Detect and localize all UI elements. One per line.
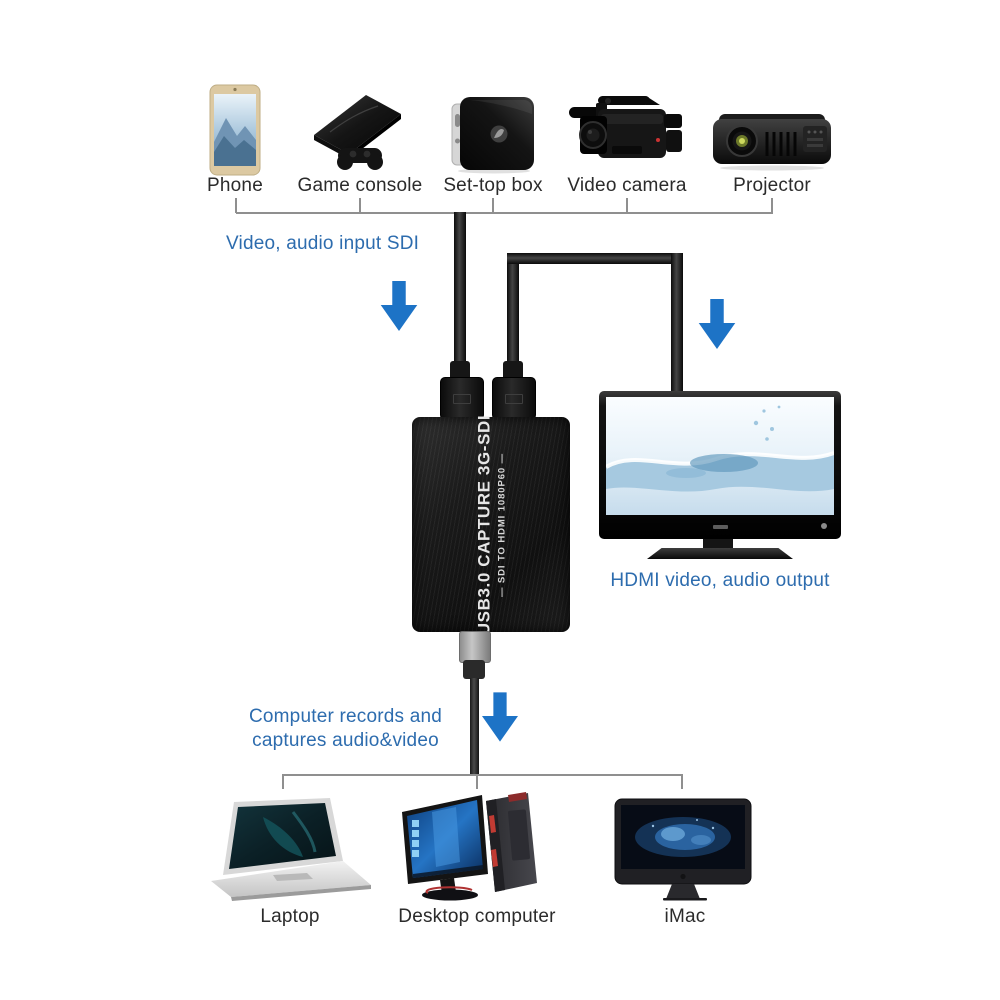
sdi-input-cable-left [454, 212, 466, 365]
sdi-plug-right-mark [505, 394, 523, 404]
imac-icon [613, 798, 753, 907]
input-device-label-video-camera: Video camera [567, 175, 687, 196]
record-annotation-line2: captures audio&video [252, 730, 439, 751]
sdi-plug-right [492, 377, 536, 420]
tv-logo [713, 525, 728, 529]
top-bracket-tick-set-top-box [492, 198, 494, 213]
set-top-box-icon [450, 94, 536, 179]
phone-icon [209, 84, 261, 181]
input-device-label-projector: Projector [733, 175, 811, 196]
usb-output-cable [470, 678, 479, 775]
tv-power-led [821, 523, 827, 529]
record-annotation: Computer records and captures audio&vide… [243, 705, 448, 753]
input-device-label-game-console: Game console [297, 175, 423, 196]
input-device-label-set-top-box: Set-top box [443, 175, 543, 196]
capture-device-subtitle: — SDI TO HDMI 1080P60 — [496, 452, 508, 597]
usb-flow-arrow-icon [482, 692, 518, 747]
capture-device: USB3.0 CAPTURE 3G-SDI — SDI TO HDMI 1080… [412, 414, 570, 635]
tv-stand-neck [703, 539, 733, 548]
bottom-bracket-tick-desktop [476, 774, 478, 789]
sdi-plug-left-mark [453, 394, 471, 404]
bottom-bracket-tick-laptop [282, 774, 284, 789]
hdmi-annotation: HDMI video, audio output [610, 570, 830, 591]
desktop-computer-icon [398, 790, 550, 909]
input-flow-arrow-icon [380, 281, 418, 336]
sdi-plug-neck-left [450, 361, 470, 381]
input-annotation: Video, audio input SDI [226, 233, 420, 254]
video-camera-icon [568, 94, 686, 179]
hdmi-cable-down-segment [671, 253, 683, 394]
input-device-label-phone: Phone [207, 175, 263, 196]
bottom-bracket-tick-imac [681, 774, 683, 789]
top-bracket-tick-phone [235, 198, 237, 213]
output-device-label-desktop: Desktop computer [398, 906, 556, 927]
tv-icon [599, 391, 841, 559]
projector-icon [711, 106, 833, 177]
laptop-icon [203, 797, 373, 910]
tv-screen [606, 397, 834, 515]
hdmi-flow-arrow-icon [698, 299, 736, 354]
game-console-icon [308, 90, 408, 183]
usb-plug-metal [459, 631, 491, 663]
bottom-bracket-line [283, 774, 683, 776]
hdmi-cable-up-segment [507, 253, 519, 365]
top-bracket-tick-game-console [359, 198, 361, 213]
top-bracket-line [236, 212, 773, 214]
usb-plug-boot [463, 660, 485, 679]
top-bracket-tick-video-camera [626, 198, 628, 213]
capture-device-title: USB3.0 CAPTURE 3G-SDI [474, 414, 494, 635]
sdi-plug-left [440, 377, 484, 420]
record-annotation-line1: Computer records and [248, 706, 443, 727]
top-bracket-tick-projector [771, 198, 773, 213]
capture-device-text: USB3.0 CAPTURE 3G-SDI — SDI TO HDMI 1080… [475, 414, 508, 634]
output-device-label-laptop: Laptop [260, 906, 320, 927]
output-device-label-imac: iMac [664, 906, 706, 927]
tv-stand-base [647, 548, 793, 559]
sdi-plug-neck-right [503, 361, 523, 381]
hdmi-cable-horizontal-segment [507, 253, 683, 264]
